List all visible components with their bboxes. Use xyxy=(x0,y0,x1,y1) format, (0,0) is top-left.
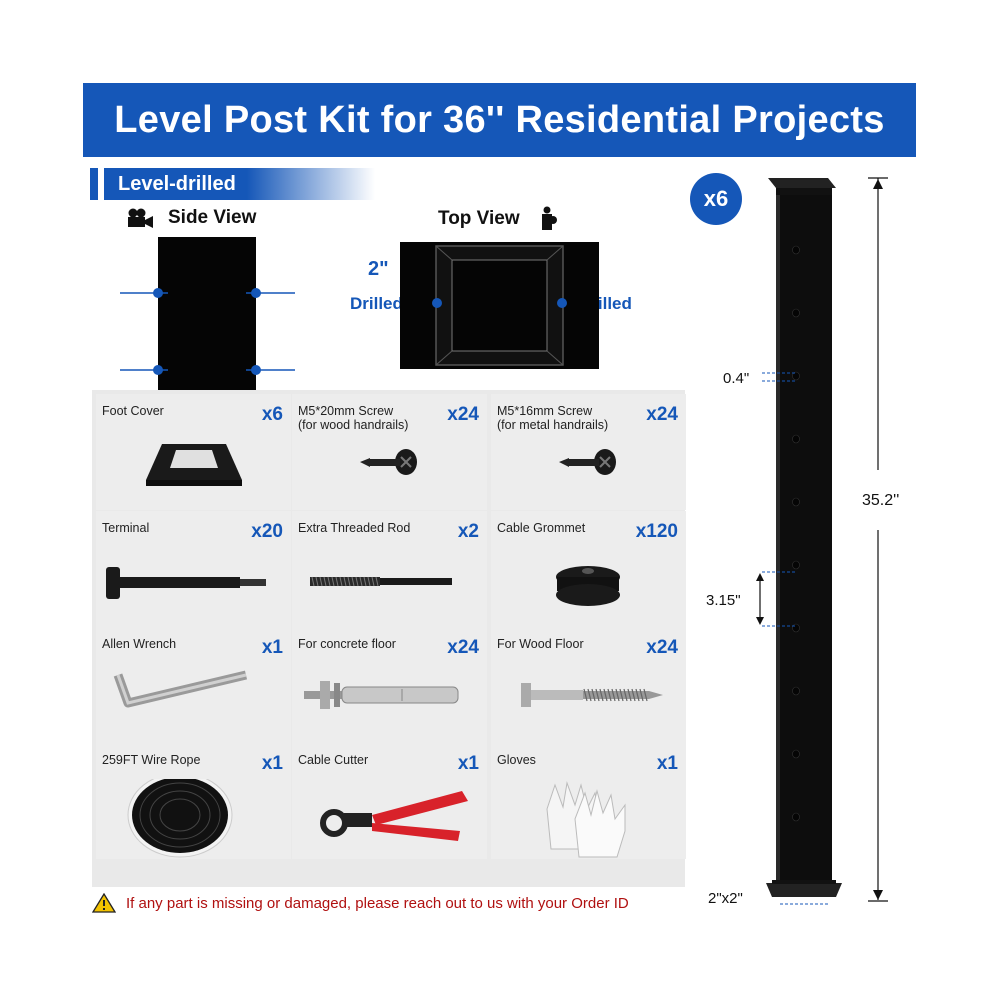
post-diagram xyxy=(756,177,888,905)
grommet-icon xyxy=(491,547,686,627)
hole-diameter-label: 0.4" xyxy=(723,370,750,387)
terminal-icon xyxy=(96,547,291,627)
camera-icon xyxy=(128,208,153,228)
part-cell: For Wood Floor x24 xyxy=(491,627,686,743)
parts-grid: Foot Cover x6 M5*20mm Screw (for wood hand… xyxy=(92,390,686,887)
hole-spacing-label: 3.15" xyxy=(706,592,741,609)
part-quantity: x24 xyxy=(646,637,678,658)
part-cell: For concrete floor x24 xyxy=(292,627,487,743)
part-cell: M5*20mm Screw (for wood handrails) x24 xyxy=(292,394,487,510)
side-view-diagram xyxy=(120,237,295,392)
part-name: M5*16mm Screw (for metal handrails) xyxy=(497,404,609,432)
part-name: Cable Grommet xyxy=(497,521,586,535)
part-name: Cable Cutter xyxy=(298,753,369,767)
missing-parts-notice: If any part is missing or damaged, pleas… xyxy=(92,893,629,913)
part-quantity: x1 xyxy=(656,753,678,774)
post-height-label: 35.2'' xyxy=(862,492,900,509)
section-label: Level-drilled xyxy=(90,168,375,200)
part-cell: Cable Grommet x120 xyxy=(491,511,686,627)
part-quantity: x1 xyxy=(261,753,283,774)
side-view-heading: Side View xyxy=(126,207,256,229)
part-name: Foot Cover xyxy=(102,404,164,418)
part-quantity: x6 xyxy=(261,404,283,425)
part-quantity: x1 xyxy=(457,753,479,774)
screw-icon xyxy=(292,430,487,510)
gloves-icon xyxy=(491,779,686,859)
part-cell: Cable Cutter x1 xyxy=(292,743,487,859)
part-name: Terminal xyxy=(102,521,150,535)
part-name: For concrete floor xyxy=(298,637,396,651)
warning-icon xyxy=(92,893,116,913)
cable-cutter-icon xyxy=(292,779,487,859)
part-cell: Extra Threaded Rod x2 xyxy=(292,511,487,627)
part-quantity: x120 xyxy=(635,521,678,542)
top-view-heading: Top View xyxy=(438,206,558,232)
part-cell: Terminal x20 xyxy=(96,511,291,627)
notice-text: If any part is missing or damaged, pleas… xyxy=(126,894,629,912)
part-quantity: x24 xyxy=(447,404,479,425)
part-quantity: x24 xyxy=(447,637,479,658)
part-cell: Gloves x1 xyxy=(491,743,686,859)
post-quantity-badge: x6 xyxy=(690,173,742,225)
top-view-title: Top View xyxy=(438,208,520,229)
part-cell: Foot Cover x6 xyxy=(96,394,291,510)
part-name: For Wood Floor xyxy=(497,637,584,651)
part-name: M5*20mm Screw (for wood handrails) xyxy=(298,404,409,432)
part-cell: Allen Wrench x1 xyxy=(96,627,291,743)
part-quantity: x1 xyxy=(261,637,283,658)
wire-spool-icon xyxy=(96,772,291,859)
post-base-size-label: 2"x2" xyxy=(708,890,743,907)
threaded-rod-icon xyxy=(292,547,487,627)
camera-icon xyxy=(541,206,557,230)
part-name: Extra Threaded Rod xyxy=(298,521,411,535)
part-quantity: x20 xyxy=(251,521,283,542)
screw-icon xyxy=(491,430,686,510)
part-name: Gloves xyxy=(497,753,536,767)
side-view-title: Side View xyxy=(168,207,257,228)
part-quantity: x24 xyxy=(646,404,678,425)
top-view-size-label: 2" xyxy=(368,258,389,280)
foot-cover-icon xyxy=(96,430,291,510)
allen-wrench-icon xyxy=(96,663,291,743)
part-cell: 259FT Wire Rope x1 xyxy=(96,743,291,859)
part-quantity: x2 xyxy=(457,521,479,542)
banner-title: Level Post Kit for 36'' Residential Proj… xyxy=(83,83,916,157)
part-name: 259FT Wire Rope xyxy=(102,753,201,767)
top-view-diagram xyxy=(400,242,599,369)
lag-screw-icon xyxy=(491,663,686,743)
top-view-left-label: Drilled xyxy=(350,294,403,313)
part-cell: M5*16mm Screw (for metal handrails) x24 xyxy=(491,394,686,510)
anchor-bolt-icon xyxy=(292,663,487,743)
part-name: Allen Wrench xyxy=(102,637,177,651)
section-label-text: Level-drilled xyxy=(118,172,236,195)
